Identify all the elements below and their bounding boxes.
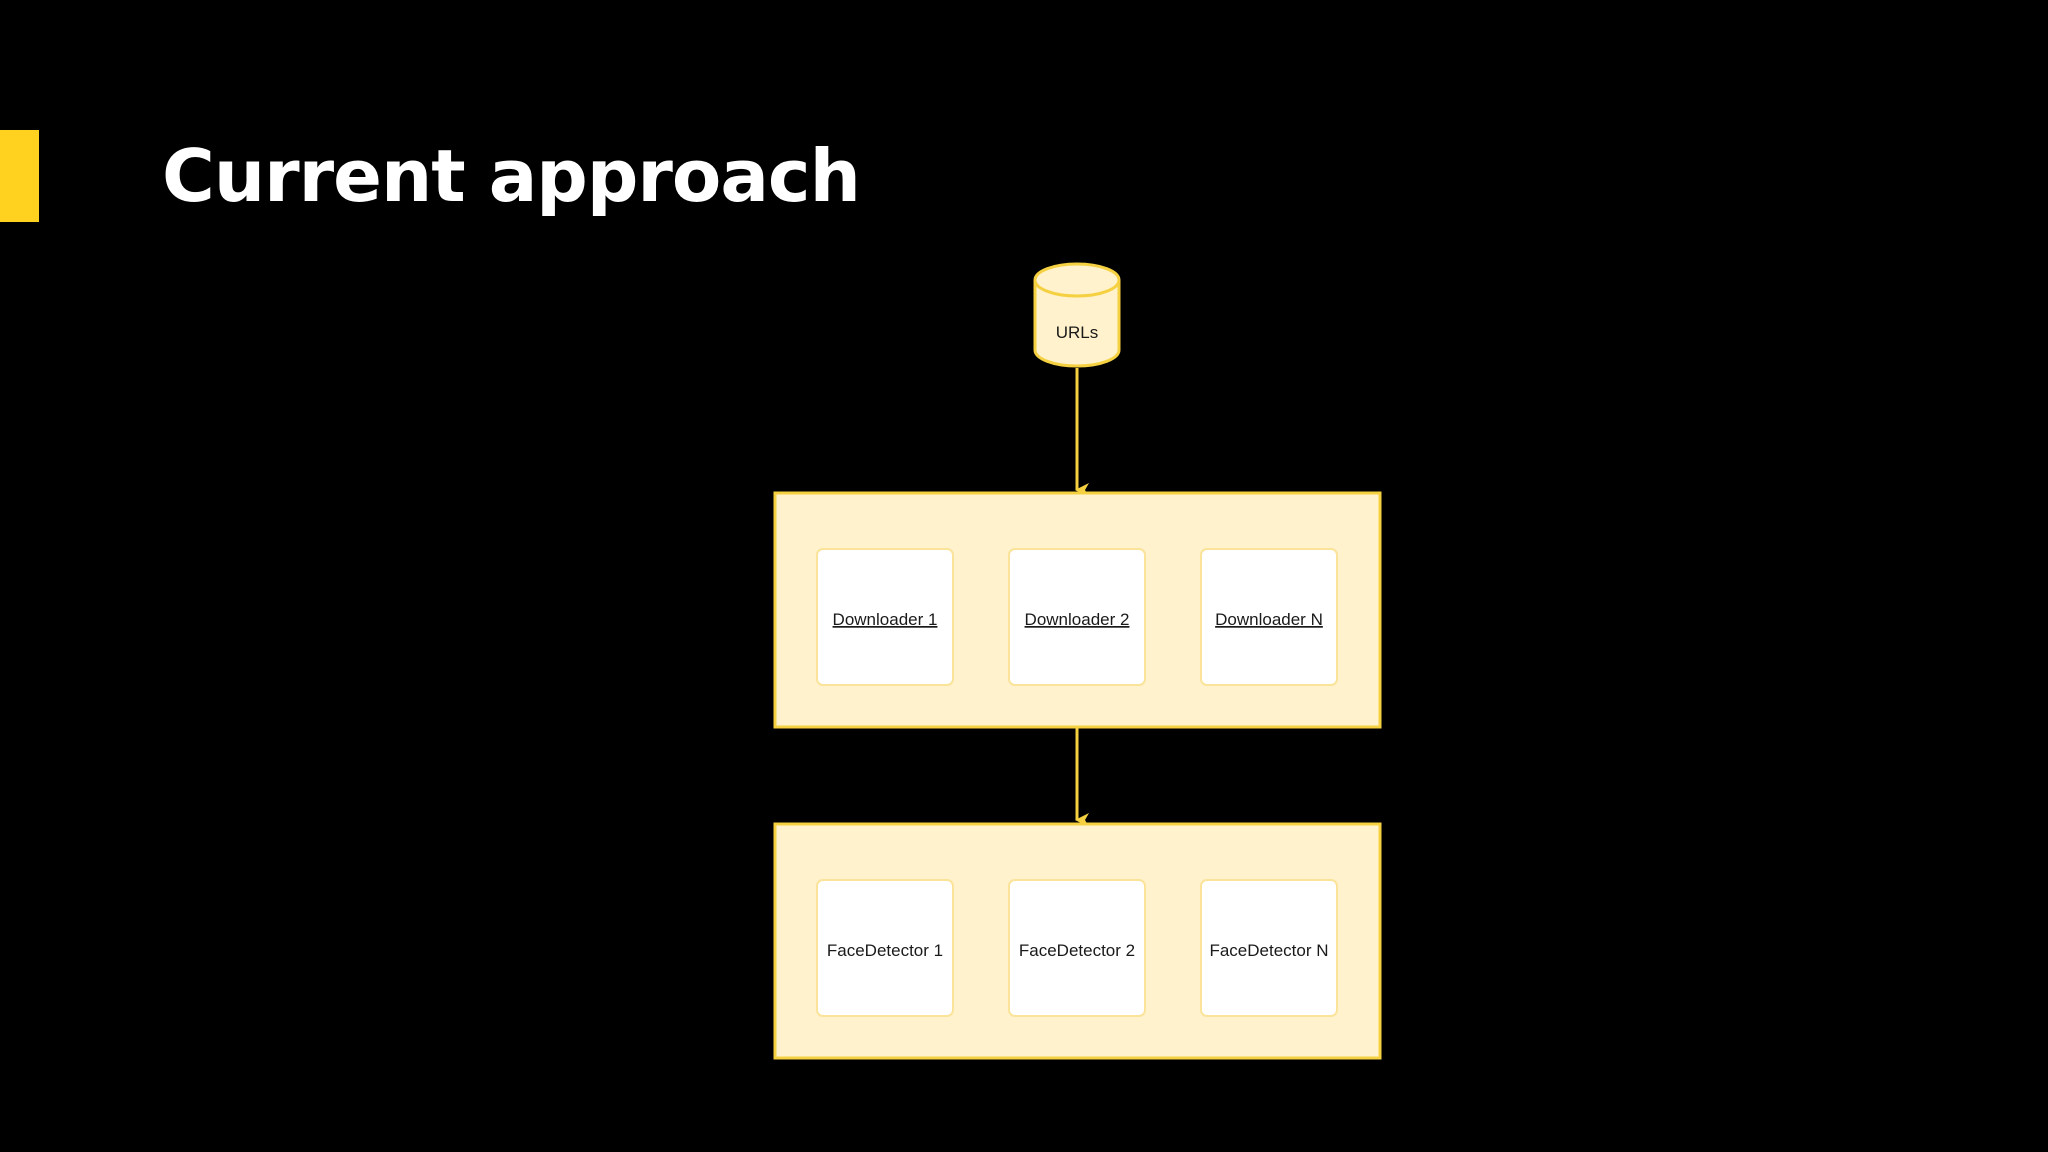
facedetector-label: FaceDetector 2 <box>1019 941 1135 960</box>
facedetectors-group[interactable]: FaceDetector 1 FaceDetector 2 FaceDetect… <box>773 822 1382 1060</box>
downloader-node[interactable]: Downloader 2 <box>1008 548 1146 686</box>
downloader-label: Downloader 2 <box>1025 610 1130 629</box>
facedetector-label: FaceDetector N <box>1209 941 1328 960</box>
downloader-node[interactable]: Downloader N <box>1200 548 1338 686</box>
facedetector-label: FaceDetector 1 <box>827 941 943 960</box>
downloader-label: Downloader 1 <box>833 610 938 629</box>
downloader-node[interactable]: Downloader 1 <box>816 548 954 686</box>
downloader-label: Downloader N <box>1215 610 1323 629</box>
urls-database[interactable]: URLs <box>1033 262 1121 368</box>
downloaders-group[interactable]: Downloader 1 Downloader 2 Downloader N <box>773 491 1382 729</box>
slide-title: Current approach <box>162 134 861 218</box>
urls-database-label: URLs <box>1056 323 1099 342</box>
facedetector-node[interactable]: FaceDetector 2 <box>1008 879 1146 1017</box>
accent-bar <box>0 130 39 222</box>
facedetector-node[interactable]: FaceDetector 1 <box>816 879 954 1017</box>
facedetector-node[interactable]: FaceDetector N <box>1200 879 1338 1017</box>
